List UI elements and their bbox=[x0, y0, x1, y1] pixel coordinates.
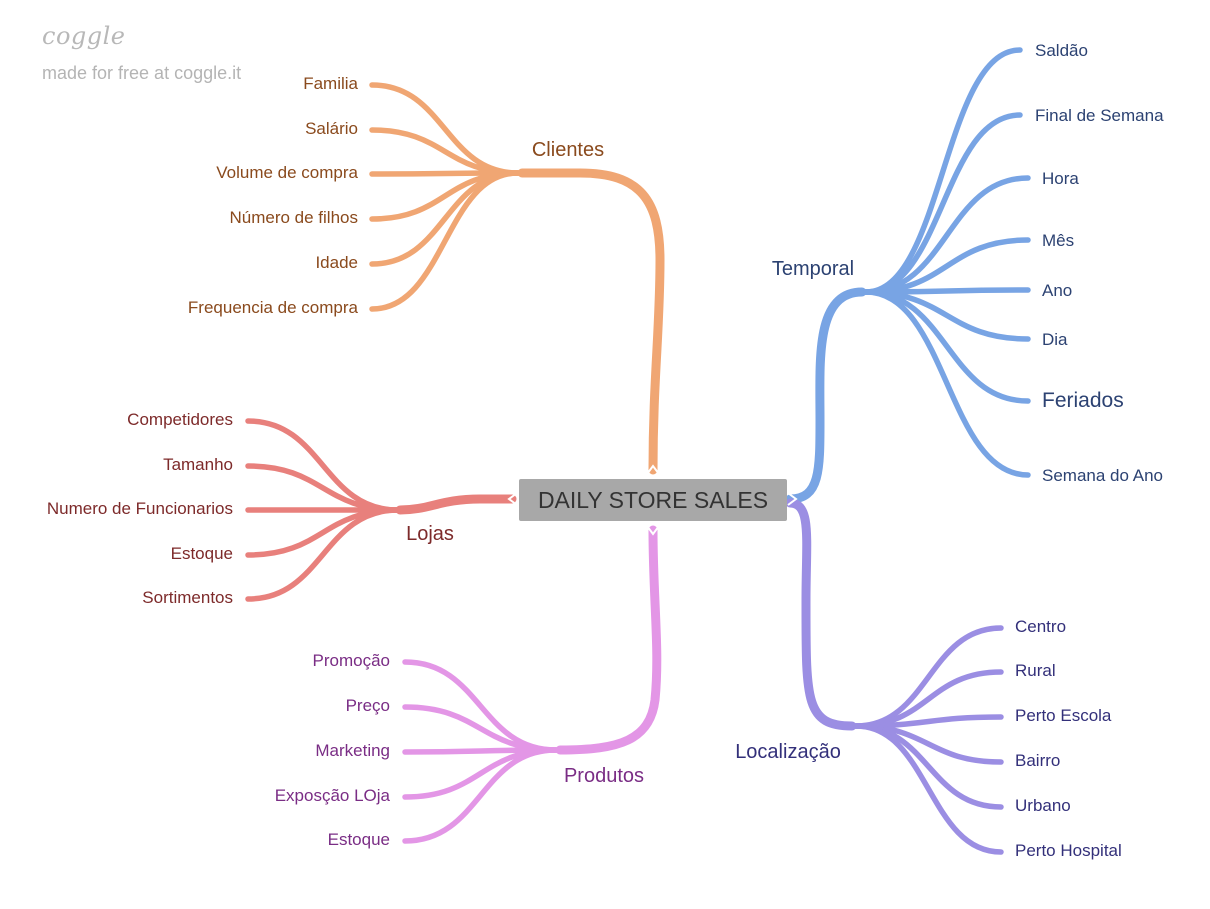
branch-label-localizacao[interactable]: Localização bbox=[735, 741, 841, 763]
leaf-clientes-familia[interactable]: Familia bbox=[303, 74, 358, 93]
center-node-box[interactable] bbox=[519, 479, 787, 521]
leaf-temporal-feriados[interactable]: Feriados bbox=[1042, 389, 1124, 412]
leaf-lojas-estoque[interactable]: Estoque bbox=[171, 544, 233, 563]
edge-temporal-semana-do-ano bbox=[863, 289, 1031, 478]
leaf-temporal-mes[interactable]: Mês bbox=[1042, 231, 1074, 250]
coggle-logo: coggle bbox=[42, 22, 126, 50]
edge-localizacao-centro bbox=[853, 625, 1004, 729]
edge-temporal-saldao bbox=[863, 47, 1023, 295]
leaf-temporal-ano[interactable]: Ano bbox=[1042, 281, 1072, 300]
branch-label-produtos[interactable]: Produtos bbox=[564, 765, 644, 787]
leaf-localizacao-urbano[interactable]: Urbano bbox=[1015, 796, 1071, 815]
leaf-produtos-preco[interactable]: Preço bbox=[346, 696, 390, 715]
edge-lojas-tamanho bbox=[245, 463, 401, 513]
leaf-temporal-semana-do-ano[interactable]: Semana do Ano bbox=[1042, 466, 1163, 485]
leaf-clientes-volume-de-compra[interactable]: Volume de compra bbox=[216, 163, 358, 182]
leaf-clientes-idade[interactable]: Idade bbox=[315, 253, 358, 272]
leaf-temporal-dia[interactable]: Dia bbox=[1042, 330, 1068, 349]
center-connector-notch bbox=[787, 492, 798, 506]
center-connector-notch bbox=[646, 464, 660, 475]
leaf-temporal-hora[interactable]: Hora bbox=[1042, 169, 1079, 188]
center-node-label: DAILY STORE SALES bbox=[537, 487, 769, 513]
branch-label-lojas[interactable]: Lojas bbox=[406, 523, 454, 545]
leaf-produtos-estoque[interactable]: Estoque bbox=[328, 830, 390, 849]
leaf-lojas-tamanho[interactable]: Tamanho bbox=[163, 455, 233, 474]
edge-center-localizacao bbox=[785, 498, 857, 731]
edge-center-produtos bbox=[555, 525, 662, 755]
leaf-temporal-final-de-semana[interactable]: Final de Semana bbox=[1035, 106, 1164, 125]
leaf-produtos-exposcao-loja[interactable]: Exposção LOja bbox=[275, 786, 391, 805]
edge-center-clientes bbox=[517, 168, 665, 475]
edge-lojas-estoque bbox=[245, 507, 401, 558]
edge-clientes-salario bbox=[369, 127, 521, 176]
edge-temporal-hora bbox=[863, 175, 1031, 295]
leaf-temporal-saldao[interactable]: Saldão bbox=[1035, 41, 1088, 60]
center-connector-notch bbox=[507, 492, 518, 506]
edge-clientes-frequencia-de-compra bbox=[369, 170, 521, 312]
leaf-localizacao-rural[interactable]: Rural bbox=[1015, 661, 1056, 680]
branch-label-temporal[interactable]: Temporal bbox=[772, 258, 854, 280]
leaf-lojas-competidores[interactable]: Competidores bbox=[127, 410, 233, 429]
edge-lojas-sortimentos bbox=[245, 507, 401, 602]
edge-temporal-final-de-semana bbox=[863, 112, 1023, 295]
leaf-localizacao-perto-hospital[interactable]: Perto Hospital bbox=[1015, 841, 1122, 860]
edge-produtos-exposcao-loja bbox=[402, 747, 559, 800]
leaf-lojas-sortimentos[interactable]: Sortimentos bbox=[142, 588, 233, 607]
center-connector-notch bbox=[646, 525, 660, 536]
leaf-lojas-numero-de-funcionarios[interactable]: Numero de Funcionarios bbox=[47, 499, 233, 518]
leaf-clientes-numero-de-filhos[interactable]: Número de filhos bbox=[229, 208, 358, 227]
leaf-clientes-salario[interactable]: Salário bbox=[305, 119, 358, 138]
edge-produtos-estoque bbox=[402, 747, 559, 844]
edge-localizacao-perto-hospital bbox=[853, 723, 1004, 855]
edge-center-lojas bbox=[395, 494, 517, 515]
leaf-localizacao-bairro[interactable]: Bairro bbox=[1015, 751, 1060, 770]
leaf-produtos-marketing[interactable]: Marketing bbox=[315, 741, 390, 760]
branch-label-clientes[interactable]: Clientes bbox=[532, 139, 604, 161]
edge-center-temporal bbox=[785, 287, 867, 504]
edge-temporal-feriados bbox=[863, 289, 1031, 404]
coggle-watermark-text: made for free at coggle.it bbox=[42, 63, 242, 83]
leaf-produtos-promocao[interactable]: Promoção bbox=[313, 651, 390, 670]
leaf-localizacao-centro[interactable]: Centro bbox=[1015, 617, 1066, 636]
leaf-clientes-frequencia-de-compra[interactable]: Frequencia de compra bbox=[188, 298, 359, 317]
edges-layer bbox=[245, 47, 1031, 855]
edge-produtos-preco bbox=[402, 704, 559, 753]
leaf-localizacao-perto-escola[interactable]: Perto Escola bbox=[1015, 706, 1112, 725]
edge-localizacao-urbano bbox=[853, 723, 1004, 810]
